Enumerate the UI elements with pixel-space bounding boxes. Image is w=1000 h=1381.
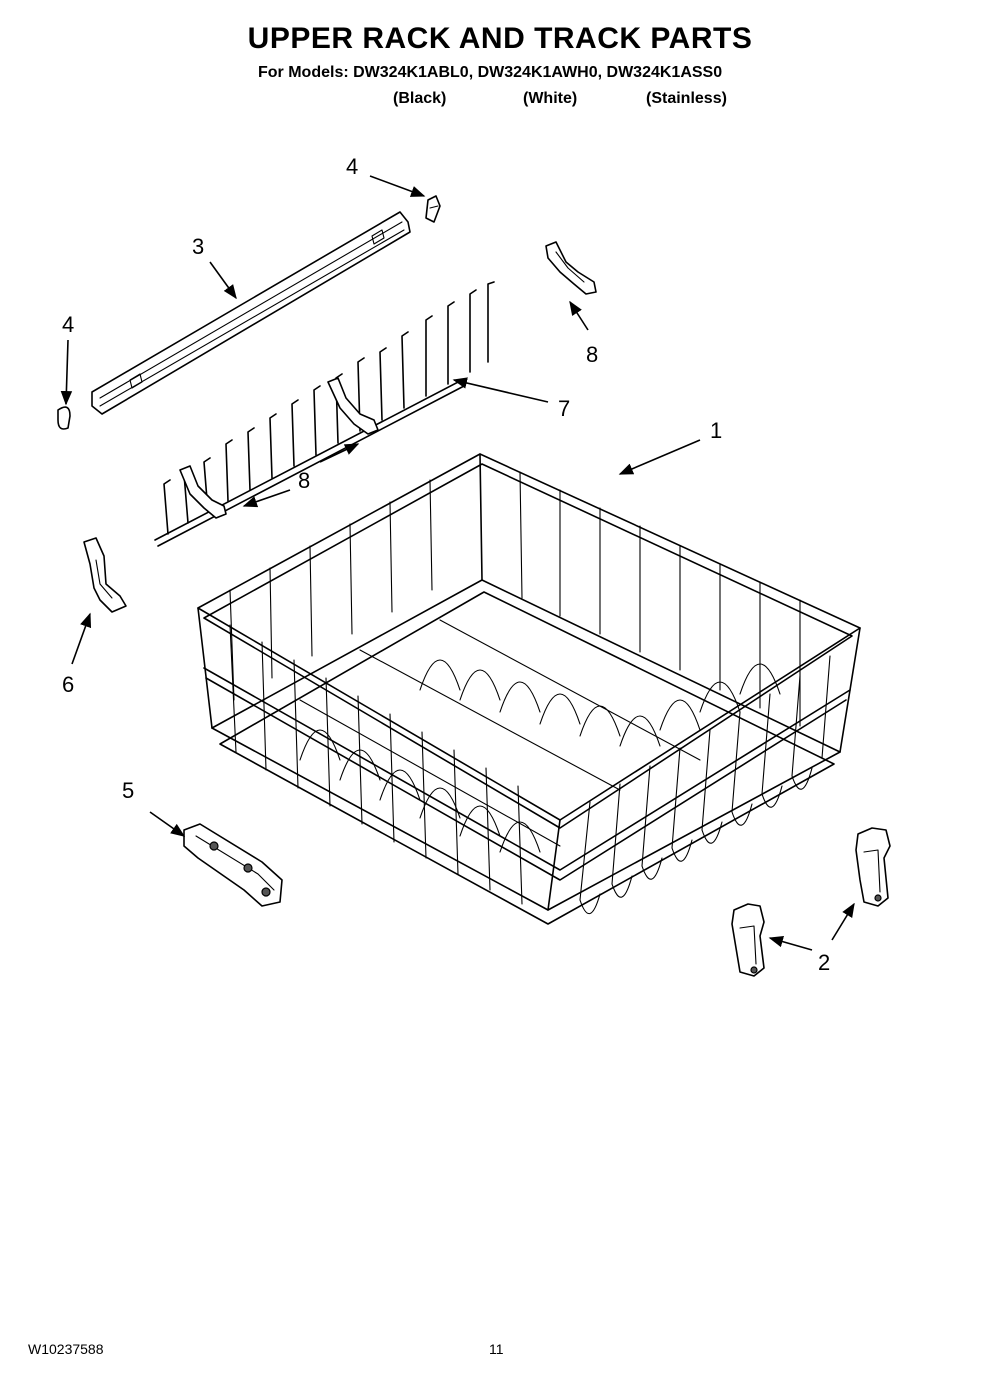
- rack-clip: [83, 537, 127, 613]
- callout-5: 5: [122, 778, 134, 803]
- leader-lines: [60, 175, 855, 951]
- models-line: For Models: DW324K1ABL0, DW324K1AWH0, DW…: [258, 64, 723, 81]
- track-end-cap-left: [57, 406, 71, 430]
- tine-clip-top-right: [545, 241, 597, 295]
- track-stop-clip-upper: [855, 827, 891, 907]
- callout-2: 2: [818, 950, 830, 975]
- callout-4-left: 4: [62, 312, 74, 337]
- callout-8-right: 8: [586, 342, 598, 367]
- callout-7: 7: [558, 396, 570, 421]
- callout-1: 1: [710, 418, 722, 443]
- variant-stainless: (Stainless): [646, 90, 727, 107]
- page-title: UPPER RACK AND TRACK PARTS: [247, 22, 753, 55]
- track-end-cap-top: [425, 195, 441, 223]
- callout-6: 6: [62, 672, 74, 697]
- variant-black: (Black): [393, 90, 447, 107]
- document-number: W10237588: [28, 1341, 104, 1357]
- track-stop-clip-lower: [731, 903, 765, 977]
- callout-8-center: 8: [298, 468, 310, 493]
- tine-row: [154, 281, 495, 547]
- variant-white: (White): [523, 90, 578, 107]
- rack-track-rail: [91, 211, 411, 415]
- page-number: 11: [489, 1341, 504, 1357]
- callout-4-top: 4: [346, 154, 358, 179]
- upper-rack-basket: [197, 453, 861, 925]
- rack-adjuster: [183, 823, 283, 907]
- callout-3: 3: [192, 234, 204, 259]
